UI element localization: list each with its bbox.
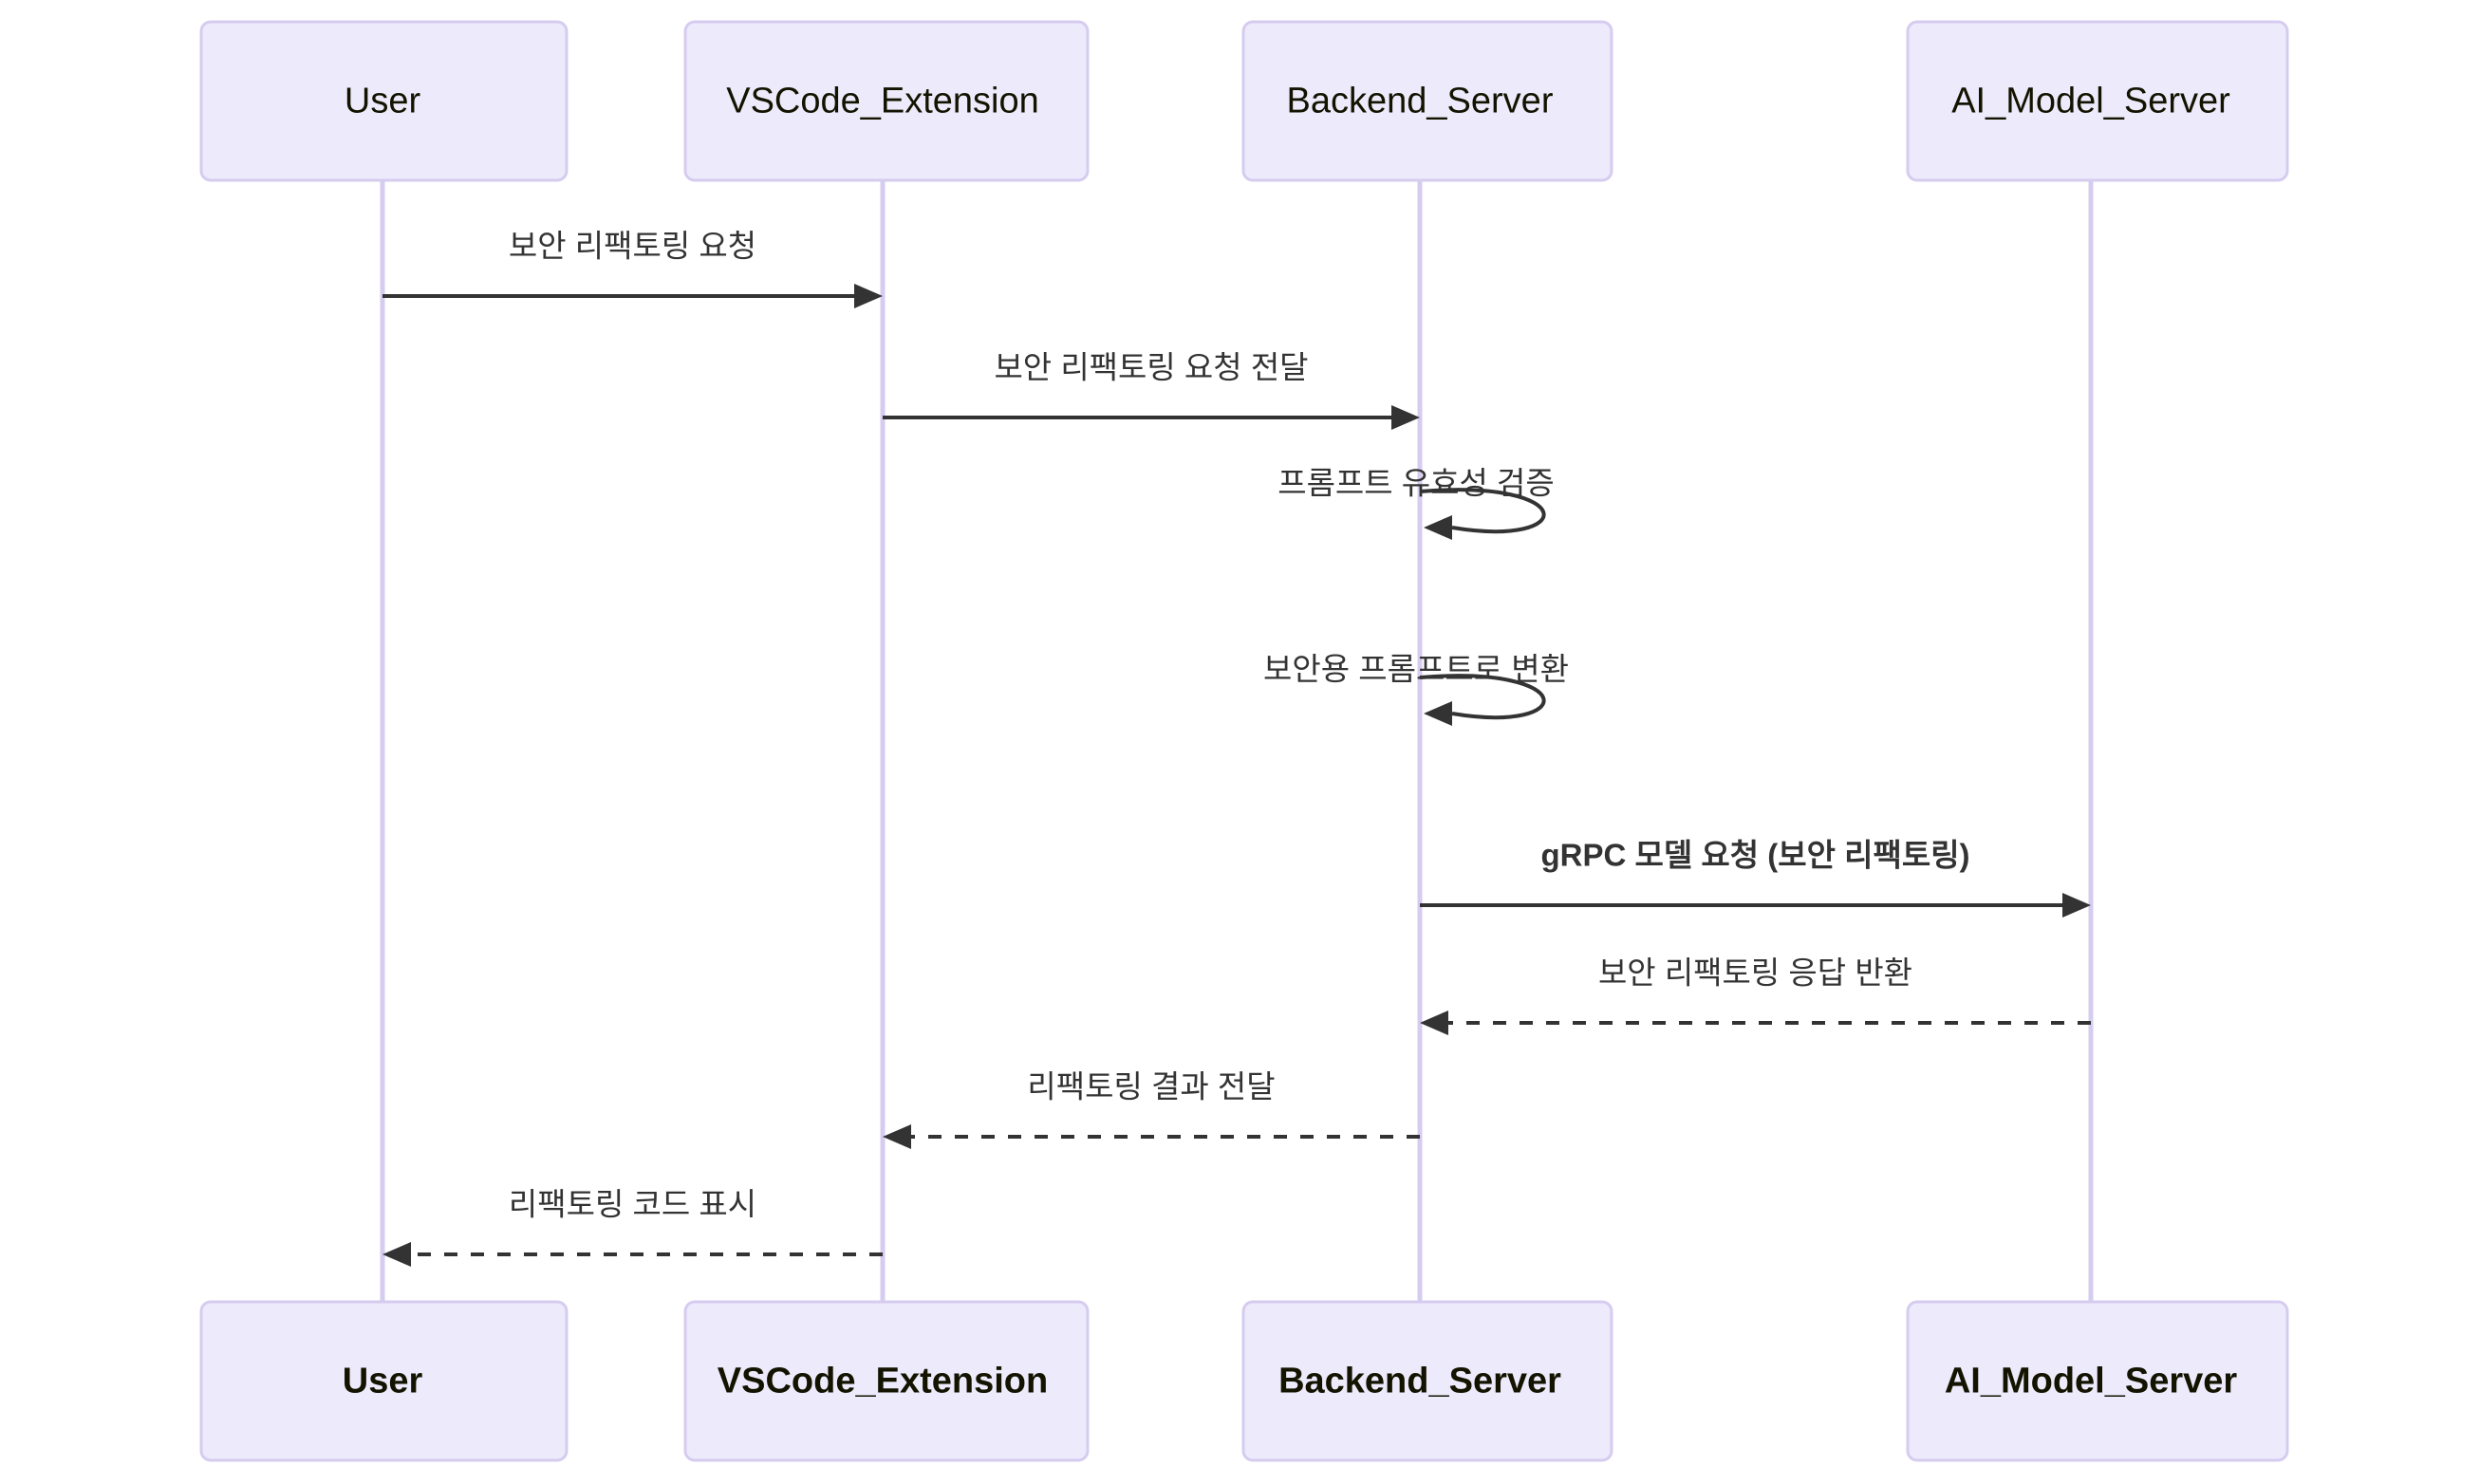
actor-box: [683, 1300, 1090, 1462]
actor-label: User: [343, 1362, 423, 1401]
actor-label: VSCode_Extension: [718, 1362, 1048, 1401]
actors-bottom-layer: User VSCode_Extension Backend_Server AI_Mod…: [199, 1300, 2289, 1462]
actor-top-ai_model_server[interactable]: AI_Model_Server: [1906, 20, 2289, 182]
arrow-head-icon: [1424, 701, 1452, 726]
actor-top-user[interactable]: User: [199, 20, 569, 182]
actor-box: [1906, 1300, 2289, 1462]
message-2[interactable]: 보안 리팩토링 요청 전달: [883, 350, 1420, 430]
arrow-head-icon: [854, 284, 883, 308]
arrow-head-icon: [2062, 893, 2091, 918]
actor-box: [1241, 1300, 1613, 1462]
message-self-loop: [1419, 674, 1546, 720]
actors-top-layer: User VSCode_Extension Backend_Server AI_Mod…: [199, 20, 2289, 182]
arrow-head-icon: [1391, 405, 1420, 430]
message-label: 보안 리팩토링 요청: [509, 229, 756, 264]
message-label: 보안 리팩토링 응답 반환: [1598, 955, 1912, 991]
message-5[interactable]: gRPC 모델 요청 (보안 리팩토링): [1420, 838, 2091, 918]
actor-box: [199, 1300, 569, 1462]
lifelines-layer: [380, 180, 2094, 1302]
actor-box: [1906, 20, 2289, 182]
message-7[interactable]: 리팩토링 결과 전달: [883, 1069, 1420, 1149]
actor-label: AI_Model_Server: [1945, 1362, 2238, 1401]
actor-bottom-backend_server[interactable]: Backend_Server: [1241, 1300, 1613, 1462]
message-label: gRPC 모델 요청 (보안 리팩토링): [1540, 838, 1969, 873]
actor-box: [1241, 20, 1613, 182]
actor-top-vscode_extension[interactable]: VSCode_Extension: [683, 20, 1090, 182]
actor-bottom-ai_model_server[interactable]: AI_Model_Server: [1906, 1300, 2289, 1462]
actor-label: Backend_Server: [1278, 1362, 1561, 1401]
message-label: 보안용 프롬프트로 변환: [1263, 652, 1569, 687]
arrow-head-icon: [1420, 1011, 1448, 1035]
arrow-head-icon: [883, 1124, 911, 1149]
actor-label: VSCode_Extension: [726, 82, 1039, 121]
actor-label: User: [345, 82, 421, 121]
message-3[interactable]: 프롬프트 유효성 검증: [1277, 466, 1555, 540]
arrow-head-icon: [382, 1242, 411, 1267]
message-label: 리팩토링 결과 전달: [1027, 1069, 1275, 1104]
message-1[interactable]: 보안 리팩토링 요청: [382, 229, 883, 308]
actor-label: AI_Model_Server: [1951, 82, 2230, 121]
actor-label: Backend_Server: [1287, 82, 1554, 121]
message-8[interactable]: 리팩토링 코드 표시: [382, 1187, 883, 1267]
arrow-head-icon: [1424, 515, 1452, 540]
message-self-loop: [1419, 488, 1546, 534]
actor-top-backend_server[interactable]: Backend_Server: [1241, 20, 1613, 182]
actor-box: [199, 20, 569, 182]
message-label: 리팩토링 코드 표시: [509, 1187, 756, 1222]
actor-box: [683, 20, 1090, 182]
actor-bottom-vscode_extension[interactable]: VSCode_Extension: [683, 1300, 1090, 1462]
message-4[interactable]: 보안용 프롬프트로 변환: [1263, 652, 1569, 726]
message-label: 보안 리팩토링 요청 전달: [994, 350, 1308, 385]
message-6[interactable]: 보안 리팩토링 응답 반환: [1420, 955, 2091, 1035]
message-label: 프롬프트 유효성 검증: [1277, 466, 1555, 501]
actor-bottom-user[interactable]: User: [199, 1300, 569, 1462]
